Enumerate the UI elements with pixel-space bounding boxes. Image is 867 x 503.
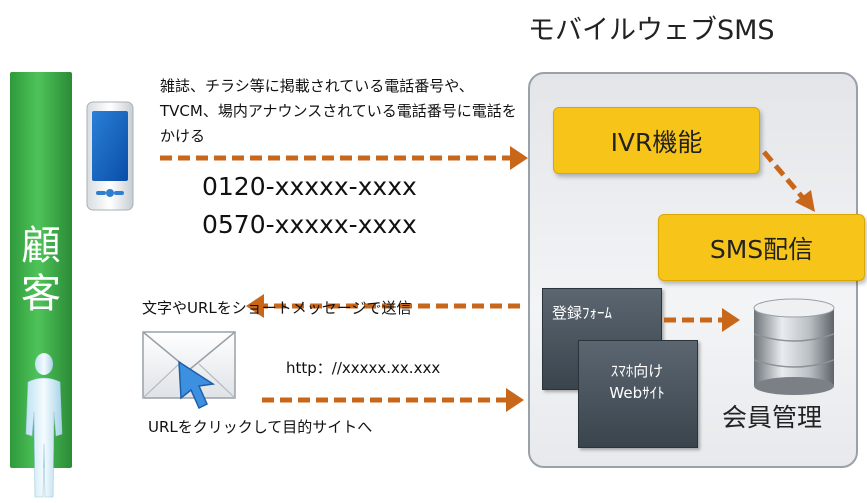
sms-delivery-box: SMS配信 xyxy=(658,214,865,281)
person-icon xyxy=(25,353,63,498)
call-description: 雑誌、チラシ等に掲載されている電話番号や、TVCM、場内アナウンスされている電話… xyxy=(160,77,517,145)
ivr-box: IVR機能 xyxy=(553,107,760,174)
url-text: http：//xxxxx.xx.xxx xyxy=(286,359,441,377)
ivr-to-sms-arrowhead xyxy=(795,190,815,212)
mail-icon xyxy=(142,331,236,410)
click-arrowhead xyxy=(506,388,524,412)
phone-number-0120: 0120-xxxxx-xxxx xyxy=(202,172,417,201)
phone-number-0570: 0570-xxxxx-xxxx xyxy=(202,210,417,239)
member-management-label: 会員管理 xyxy=(722,403,823,432)
service-title: モバイルウェブSMS xyxy=(528,15,775,46)
call-arrowhead xyxy=(510,146,528,170)
smartphone-icon xyxy=(86,101,134,211)
smartphone-website-label: ｽﾏﾎ向け Webｻｲﾄ xyxy=(609,362,665,402)
database-icon xyxy=(753,298,835,395)
registration-form-label: 登録ﾌｫｰﾑ xyxy=(552,304,613,322)
customer-label: 顧 客 xyxy=(21,223,61,317)
cursor-icon xyxy=(178,360,216,410)
smartphone-website-card xyxy=(578,340,698,448)
ivr-to-sms-arrow xyxy=(762,150,805,200)
sms-send-text: 文字やURLをショートメッセージで送信 xyxy=(142,299,412,317)
click-url-text: URLをクリックして目的サイトへ xyxy=(148,418,373,436)
sms-send-arrowhead xyxy=(246,294,264,318)
form-to-db-arrowhead xyxy=(722,308,740,332)
